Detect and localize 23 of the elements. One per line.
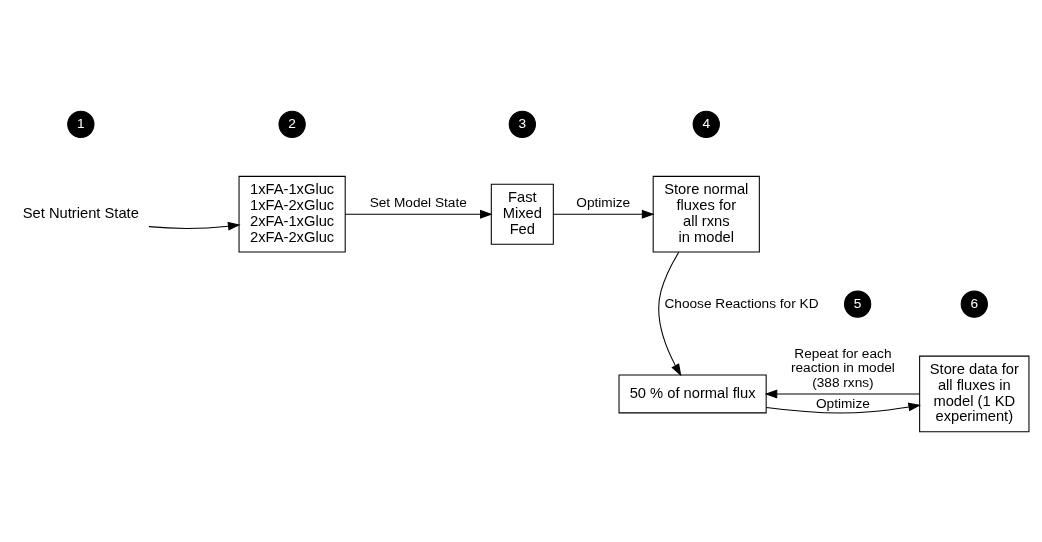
label: 3 <box>518 115 527 131</box>
arrow <box>764 389 920 398</box>
edge-label: Repeat for each reaction in model (388 rxns) <box>790 345 895 390</box>
label: 1 <box>77 115 85 131</box>
node-box: Store data for all fluxes in model (1 KD experiment) <box>919 355 1030 432</box>
arrow <box>765 402 921 413</box>
node-text: Set Nutrient State <box>22 204 139 221</box>
label: 4 <box>702 115 711 131</box>
edge-label: Optimize <box>815 395 870 411</box>
node-box: Fast Mixed Fed <box>490 183 554 245</box>
label: 6 <box>970 295 979 311</box>
label: 2 <box>288 115 296 131</box>
node-box: 1xFA-1xGluc 1xFA-2xGluc 2xFA-1xGluc 2xFA-2xGluc <box>238 175 346 253</box>
node-box: 50 % of normal flux <box>618 374 767 413</box>
edge-label: Optimize <box>576 194 631 210</box>
node-box: Store normal fluxes for all rxns in model <box>652 175 760 253</box>
arrow <box>553 209 655 219</box>
edge-label: Choose Reactions for KD <box>664 295 819 311</box>
edge-label: Set Model State <box>369 194 467 210</box>
arrow <box>148 221 241 231</box>
label: 5 <box>853 295 862 311</box>
arrow <box>658 251 682 376</box>
arrow <box>344 209 493 219</box>
